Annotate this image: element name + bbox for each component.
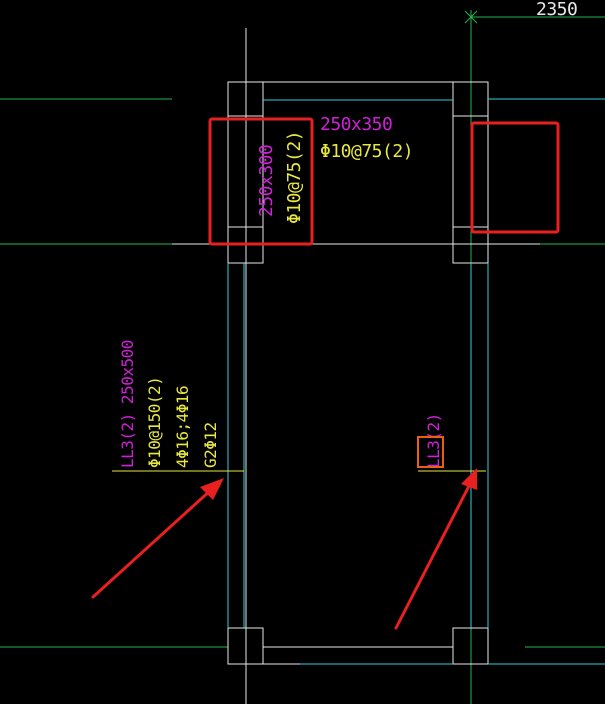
ll3-left-name-size-label: LL3(2) 250x500	[118, 340, 137, 468]
arrow-left-head	[200, 478, 224, 500]
dimension-value: 2350	[536, 0, 577, 20]
arrow-right	[394, 468, 477, 630]
beam-edges-cyan	[227, 98, 605, 665]
arrow-left	[91, 478, 224, 599]
top-beam-stirrup-label: Φ10@75(2)	[320, 141, 413, 162]
column-bottom-left	[227, 627, 264, 665]
ll3-left-stirrup-label: Φ10@150(2)	[145, 377, 164, 468]
left-beam-size-label: 250x300	[256, 145, 277, 217]
ll3-right-name-label: LL3(2)	[424, 413, 443, 468]
top-beam-size-label: 250x350	[320, 114, 392, 135]
ll3-left-longitudinal-label: 4Φ16;4Φ16	[173, 386, 192, 468]
arrow-right-shaft	[394, 482, 472, 630]
highlight-box-left	[208, 117, 314, 246]
column-top-left	[227, 81, 264, 117]
highlight-box-orange	[417, 436, 444, 468]
ll3-left-side-bars-label: G2Φ12	[201, 422, 220, 468]
highlight-box-right	[470, 121, 560, 234]
arrow-right-head	[461, 468, 477, 490]
dimension-tick-b	[464, 10, 478, 24]
arrow-left-shaft	[91, 487, 214, 599]
left-beam-stirrup-label: Φ10@75(2)	[284, 131, 305, 224]
